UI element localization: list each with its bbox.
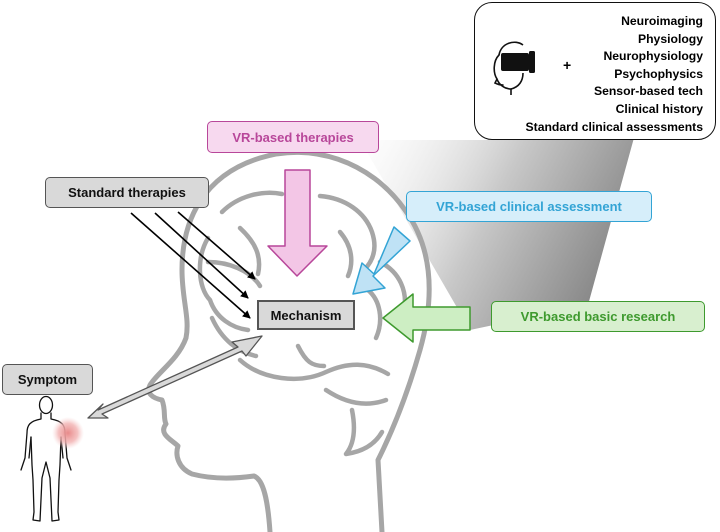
head-outline xyxy=(146,149,432,532)
vr-research-label: VR-based basic research xyxy=(491,301,705,332)
assessment-tools-box: + Neuroimaging Physiology Neurophysiolog… xyxy=(474,2,716,140)
tool-item: Standard clinical assessments xyxy=(525,119,703,134)
mechanism-label: Mechanism xyxy=(257,300,355,330)
vr-therapies-label: VR-based therapies xyxy=(207,121,379,153)
tool-item: Sensor-based tech xyxy=(593,84,703,99)
vr-headset-icon xyxy=(493,41,535,95)
vr-assessment-label: VR-based clinical assessment xyxy=(406,191,652,222)
tool-item: Neurophysiology xyxy=(603,49,703,64)
tool-item: Physiology xyxy=(637,31,703,46)
tool-item: Neuroimaging xyxy=(621,14,703,28)
assessment-arrow xyxy=(352,226,411,295)
brain-folds xyxy=(197,190,408,457)
therapies-arrow xyxy=(267,169,328,277)
plus-sign: + xyxy=(563,57,572,73)
human-body-icon xyxy=(20,395,72,522)
standard-therapies-label: Standard therapies xyxy=(45,177,209,208)
tool-item: Clinical history xyxy=(615,101,703,116)
standard-therapy-arrows xyxy=(130,211,256,319)
projection-beam xyxy=(360,116,640,330)
mechanism-symptom-arrow xyxy=(87,335,263,419)
symptom-label: Symptom xyxy=(2,364,93,395)
pain-spot xyxy=(52,417,84,449)
tool-list: Neuroimaging Physiology Neurophysiology … xyxy=(526,13,703,136)
research-arrow xyxy=(382,293,471,343)
tool-item: Psychophysics xyxy=(614,66,703,81)
